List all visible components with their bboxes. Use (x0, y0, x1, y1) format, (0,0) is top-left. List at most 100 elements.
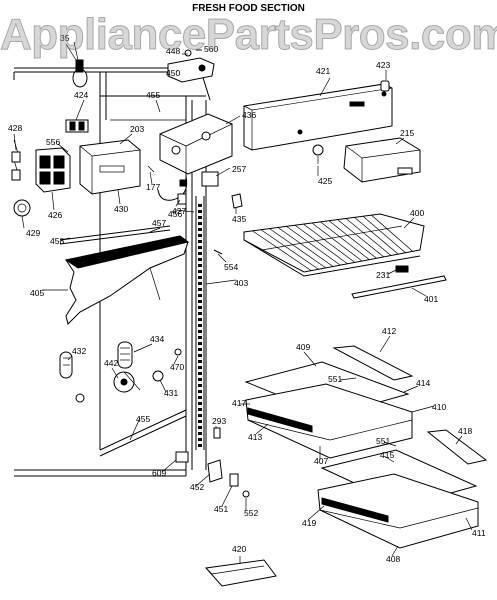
leader-line (221, 485, 233, 507)
callout-428: 428 (8, 123, 22, 133)
callout-423: 423 (376, 60, 390, 70)
callout-231: 231 (376, 270, 390, 280)
part-177-clip (147, 165, 155, 173)
ladder-slot (198, 336, 202, 339)
part-470-pin (174, 348, 182, 356)
leader-line (175, 209, 195, 213)
part-457-458-rail (59, 225, 171, 245)
shelf-wire (328, 220, 377, 259)
leader-line (391, 545, 399, 557)
ladder-slot (198, 234, 202, 237)
leader-line (51, 191, 55, 211)
callout-420: 420 (232, 544, 246, 554)
ladder-slot (198, 246, 202, 249)
leader-line (173, 355, 179, 365)
leader-line (57, 143, 69, 153)
part-257-wire-connector (157, 171, 219, 201)
leader-line (379, 335, 391, 353)
shelf-wire (345, 218, 392, 256)
part-552-screw (242, 490, 250, 498)
leader-line (75, 99, 85, 121)
leader-line (205, 279, 237, 285)
ladder-slot (198, 366, 202, 369)
leader-line (339, 377, 357, 381)
callout-413: 413 (248, 432, 262, 442)
shelf-wire (303, 223, 355, 263)
callout-417: 417 (232, 398, 246, 408)
ladder-slot (198, 300, 202, 303)
ladder-slot (198, 204, 202, 207)
leader-line (133, 343, 153, 353)
callout-434: 434 (150, 334, 164, 344)
callout-414: 414 (416, 378, 430, 388)
part-403-shelf-ladder (195, 196, 205, 450)
part-419-slide-rail (321, 497, 389, 523)
part-215-dairy-bin (343, 137, 421, 183)
part-293-screw (213, 427, 221, 439)
leader-line (67, 355, 73, 361)
part-434-grille (117, 341, 133, 369)
callout-455-top: 455 (146, 90, 160, 100)
callout-455-bottom: 455 (136, 414, 150, 424)
shelf-wire (260, 229, 319, 270)
leader-line (395, 137, 405, 145)
callout-458: 458 (50, 236, 64, 246)
shelf-wire (354, 217, 399, 255)
part-425-knob (312, 144, 324, 164)
leader-line (149, 227, 161, 233)
callout-457: 457 (152, 218, 166, 228)
leader-line (403, 217, 415, 229)
part-401-shelf-trim (351, 275, 447, 299)
part-domo-lower-433 (75, 393, 85, 403)
callout-427: 427 (172, 206, 186, 216)
leader-line (383, 441, 397, 447)
leader-line (117, 189, 121, 205)
ladder-slot (198, 354, 202, 357)
callout-418: 418 (458, 426, 472, 436)
part-426-thermostat (35, 147, 71, 193)
ladder-slot (198, 264, 202, 267)
callout-400: 400 (410, 208, 424, 218)
part-418-slide-rail (426, 429, 488, 465)
ladder-slot (198, 324, 202, 327)
part-231-clip (395, 265, 409, 273)
ladder-slot (198, 216, 202, 219)
part-450-damper-control (167, 49, 215, 83)
ladder-slot (198, 426, 202, 429)
part-423-knob (380, 80, 390, 92)
callout-456: 456 (168, 209, 182, 219)
leader-line (175, 199, 181, 207)
shelf-wire (269, 228, 326, 269)
callout-177: 177 (146, 182, 160, 192)
ladder-slot (198, 330, 202, 333)
callout-470: 470 (170, 362, 184, 372)
part-405-drawer-cover (64, 235, 190, 325)
part-420-tray (205, 559, 277, 587)
leader-line (383, 455, 395, 463)
callout-432: 432 (72, 346, 86, 356)
leader-line (307, 505, 325, 521)
callout-426: 426 (48, 210, 62, 220)
shelf-wire (252, 230, 312, 271)
callout-560: 560 (204, 44, 218, 54)
leader-line (129, 417, 141, 441)
callout-425: 425 (318, 176, 332, 186)
part-431-knob (152, 370, 164, 382)
ladder-slot (198, 222, 202, 225)
ladder-slot (198, 288, 202, 291)
ladder-slot (198, 270, 202, 273)
ladder-slot (198, 444, 202, 447)
callout-407: 407 (314, 456, 328, 466)
ladder-slot (198, 390, 202, 393)
part-432-handle (59, 351, 73, 379)
ladder-slot (198, 228, 202, 231)
ladder-slot (198, 282, 202, 285)
leader-line (111, 367, 119, 379)
shelf-wire (337, 219, 384, 258)
part-412-slide-rail (332, 345, 414, 381)
callout-421: 421 (316, 66, 330, 76)
part-452-hinge (207, 459, 223, 483)
callout-415: 415 (380, 450, 394, 460)
callout-203: 203 (130, 124, 144, 134)
